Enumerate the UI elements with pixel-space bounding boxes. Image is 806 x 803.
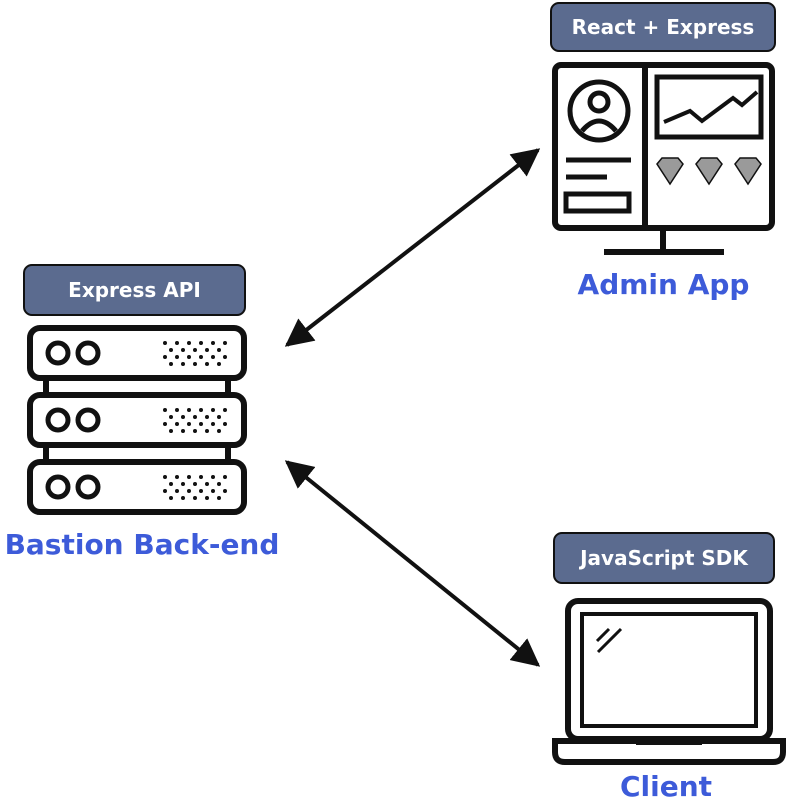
client-badge: JavaScript SDK	[553, 532, 775, 584]
admin-app-badge: React + Express	[550, 2, 776, 52]
gem-icons	[656, 157, 762, 186]
desktop-monitor-icon	[552, 62, 775, 255]
client-label: Client	[619, 770, 713, 803]
laptop-icon	[552, 598, 786, 765]
connector-backend-client	[284, 460, 541, 667]
server-rack-icon	[27, 325, 247, 515]
server-vent-dots	[163, 341, 227, 500]
backend-label: Bastion Back-end	[4, 528, 280, 561]
connector-backend-admin	[284, 148, 541, 347]
admin-app-label: Admin App	[577, 268, 750, 301]
backend-badge: Express API	[23, 264, 246, 316]
